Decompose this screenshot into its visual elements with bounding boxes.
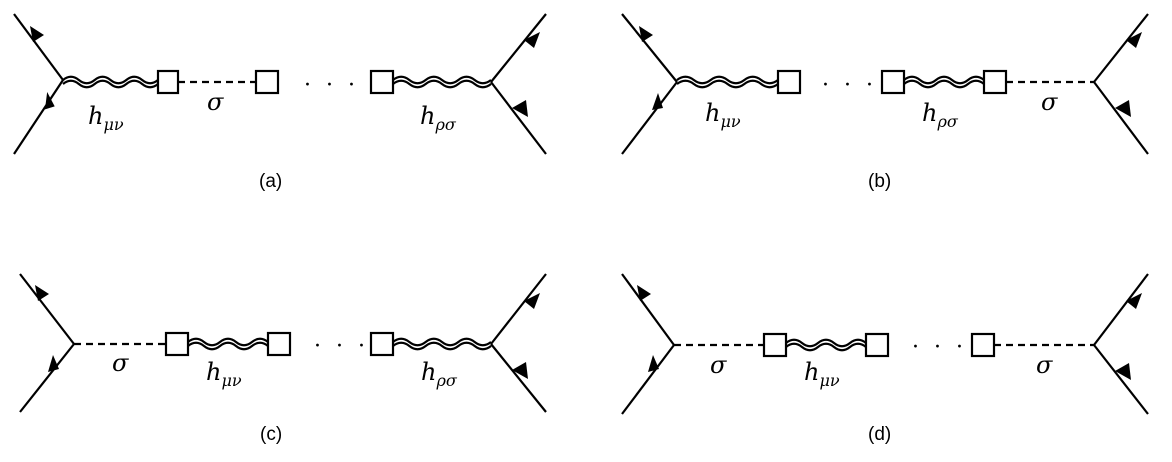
ellipsis: · · · [314,334,369,359]
fermion-arrow-icon [35,285,49,301]
ellipsis: · · · [304,73,359,98]
outgoing-fermion-line [1093,13,1149,83]
left-vertex-c [19,273,75,413]
diagram-c: · · · σ hμν hρσ (c) [19,273,547,445]
outgoing-fermion-line [490,273,547,345]
incoming-fermion-line [490,81,547,155]
graviton-wavy-line [676,75,779,89]
left-vertex-b [621,13,678,155]
outgoing-fermion-line [19,273,75,345]
insertion-vertex-box [369,331,395,357]
incoming-fermion-line [621,344,675,415]
graviton-propagator [785,338,867,352]
caption-a: (a) [259,171,282,192]
graviton-propagator [62,75,159,89]
label-sigma: σ [1036,351,1053,379]
fermion-arrow-icon [652,93,663,110]
label-h-rho-sigma: hρσ [922,99,959,131]
ellipsis: · · · [822,73,877,98]
fermion-arrow-icon [1126,32,1142,48]
right-vertex-b [1093,13,1149,155]
label-sigma: σ [112,349,129,377]
label-h-mu-nu: hμν [804,358,840,390]
insertion-vertex-box [254,69,280,95]
insertion-vertex-box [880,69,906,95]
insertion-vertex-box [164,331,190,357]
graviton-propagator [903,75,985,89]
outgoing-fermion-line [13,13,64,81]
graviton-wavy-line [187,337,269,351]
fermion-arrow-icon [44,92,55,110]
diagram-d: · · · σ hμν σ (d) [621,273,1149,445]
label-h-rho-sigma: hρσ [420,102,457,134]
insertion-vertex-box [266,331,292,357]
fermion-arrow-icon [1126,293,1142,309]
caption-d: (d) [868,424,891,445]
graviton-wavy-line [903,75,985,89]
outgoing-fermion-line [1093,273,1149,346]
ellipsis: · · · [912,335,967,360]
right-vertex-a [490,13,547,155]
fermion-arrow-icon [639,26,653,42]
fermion-arrow-icon [524,32,540,48]
label-sigma: σ [207,88,224,116]
insertion-vertex-box [776,69,802,95]
insertion-vertex-box [762,332,788,358]
graviton-wavy-line [392,337,492,351]
incoming-fermion-line [1093,344,1149,415]
fermion-arrow-icon [1115,363,1131,380]
insertion-vertex-box [369,69,395,95]
fermion-arrow-icon [30,26,44,42]
outgoing-fermion-line [621,13,678,83]
label-h-rho-sigma: hρσ [421,358,458,390]
insertion-vertex-box [970,332,996,358]
caption-c: (c) [260,424,282,445]
outgoing-fermion-line [621,273,675,346]
incoming-fermion-line [13,79,64,155]
graviton-propagator [676,75,779,89]
graviton-propagator [392,75,492,89]
label-sigma: σ [1041,88,1058,116]
fermion-arrow-icon [48,355,59,372]
label-h-mu-nu: hμν [88,102,124,134]
right-vertex-d [1093,273,1149,415]
graviton-wavy-line [392,75,492,89]
diagram-a: · · · hμν σ hρσ (a) [13,13,547,192]
label-h-mu-nu: hμν [206,358,242,390]
incoming-fermion-line [490,343,547,413]
graviton-wavy-line [62,75,159,89]
incoming-fermion-line [1093,81,1149,155]
graviton-propagator [187,337,269,351]
incoming-fermion-line [621,81,678,155]
insertion-vertex-box [982,69,1008,95]
fermion-arrow-icon [512,362,528,379]
fermion-arrow-icon [648,355,659,372]
fermion-arrow-icon [1115,100,1131,117]
fermion-arrow-icon [524,293,540,309]
incoming-fermion-line [19,343,75,413]
fermion-arrow-icon [637,285,651,301]
fermion-arrow-icon [512,100,528,117]
caption-b: (b) [868,171,891,192]
label-h-mu-nu: hμν [705,99,741,131]
graviton-wavy-line [785,338,867,352]
graviton-propagator [392,337,492,351]
label-sigma: σ [710,351,727,379]
left-vertex-d [621,273,675,415]
insertion-vertex-box [864,332,890,358]
insertion-vertex-box [156,69,180,95]
outgoing-fermion-line [490,13,547,83]
left-vertex-a [13,13,64,155]
right-vertex-c [490,273,547,413]
diagram-b: · · · hμν hρσ σ (b) [621,13,1149,192]
